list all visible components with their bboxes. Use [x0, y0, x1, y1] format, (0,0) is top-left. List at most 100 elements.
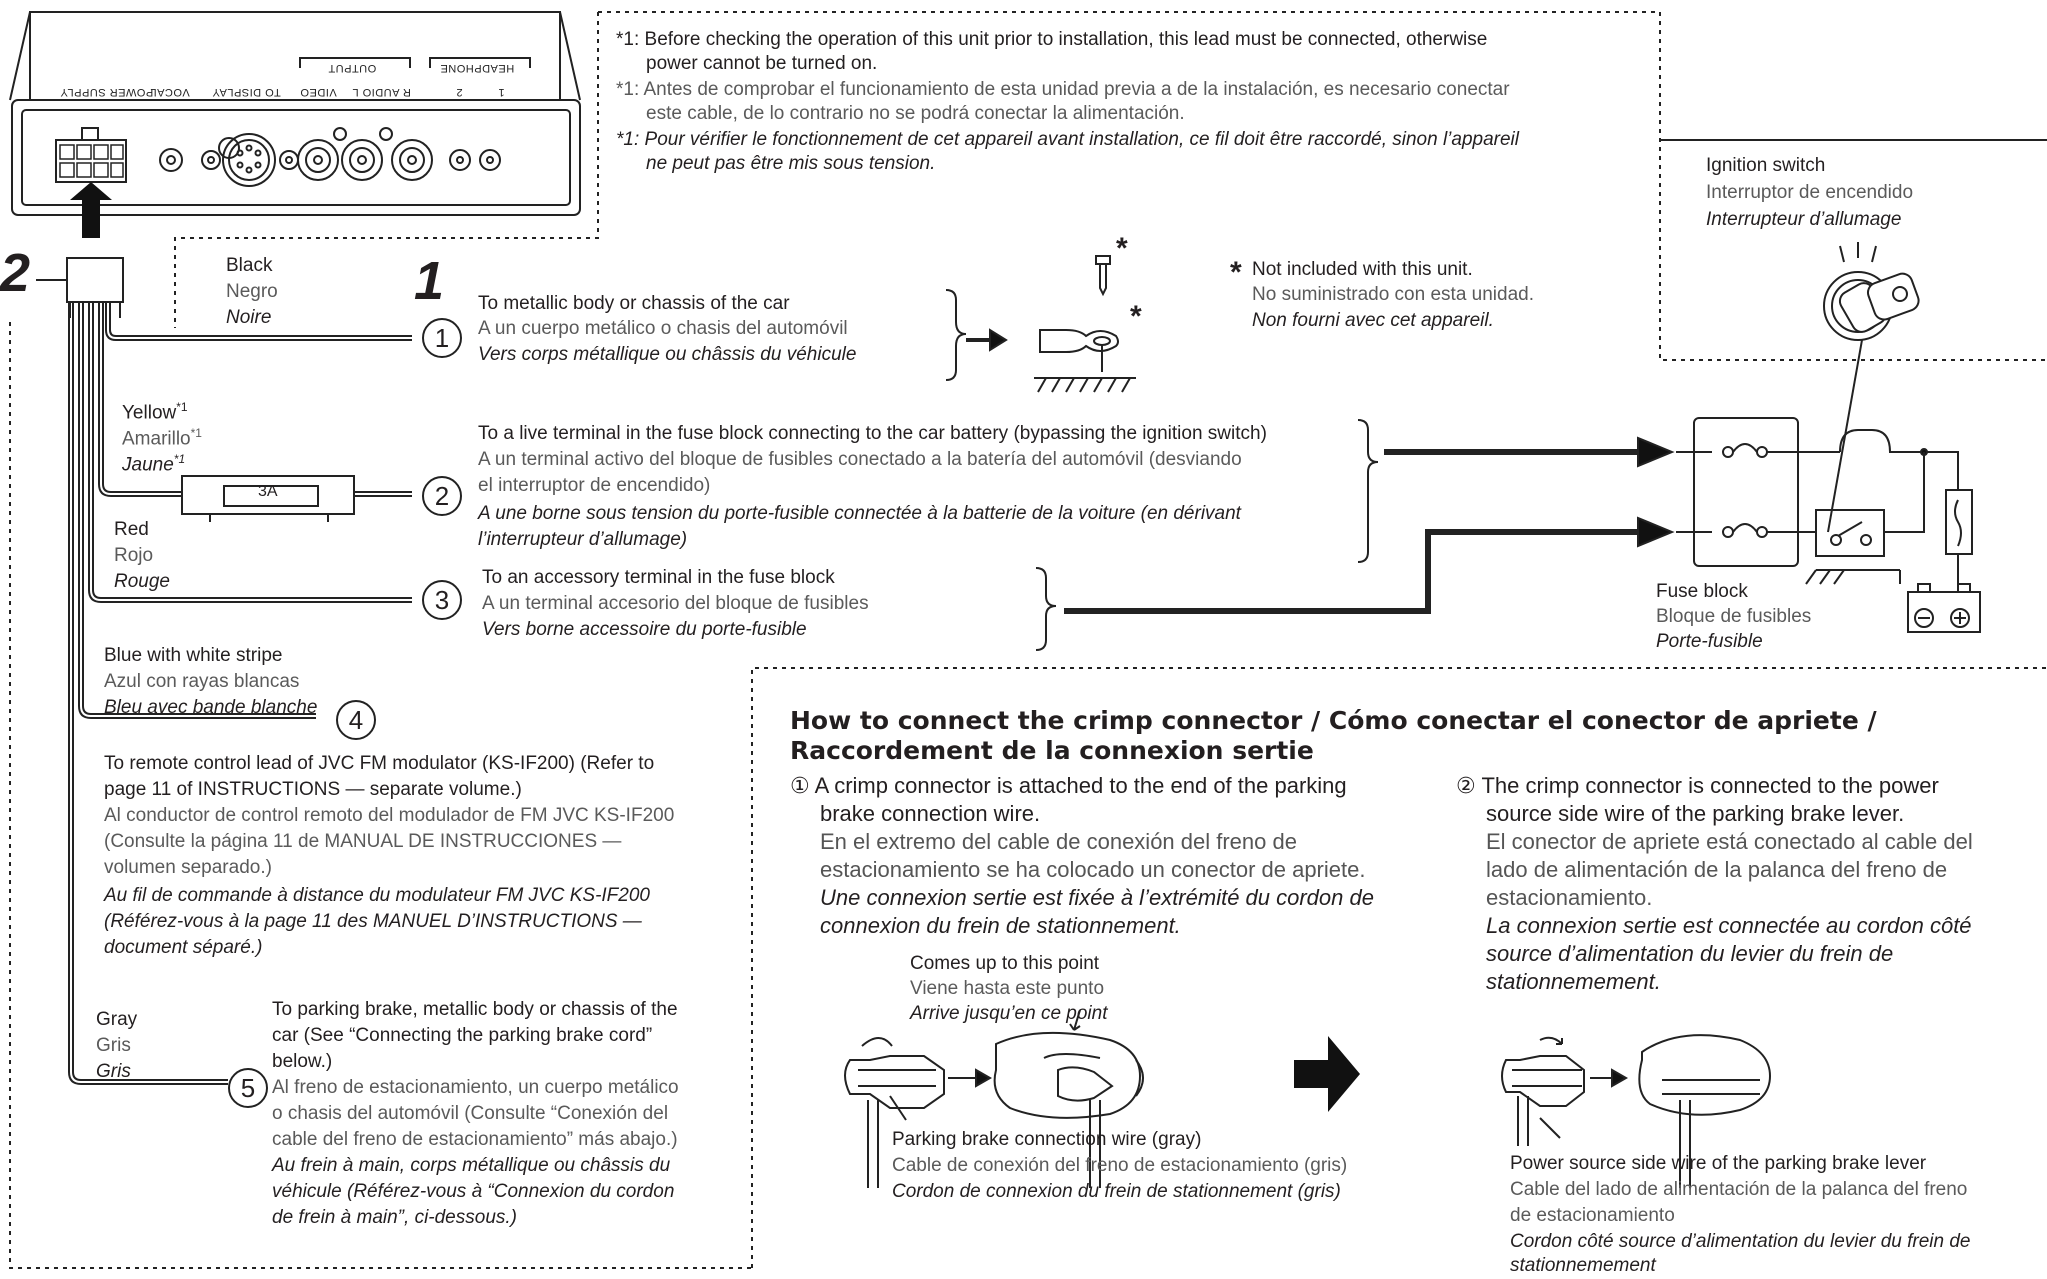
wire-yellow-en: Yellow*1: [122, 400, 188, 424]
ignition-fr: Interrupteur d’allumage: [1706, 209, 1902, 230]
unit-port-label: VOCAL: [150, 86, 190, 98]
dest4-es-3: volumen separado.): [104, 857, 272, 878]
unit-port-label: R AUDIO L: [352, 86, 411, 98]
pslever-fr-1: Cordon côté source d’alimentation du lev…: [1510, 1231, 1971, 1252]
dest2-en: To a live terminal in the fuse block con…: [478, 423, 1267, 444]
dotted-border-left: [9, 322, 752, 1269]
destination-number-3: 3: [422, 580, 462, 620]
note1-en-2: power cannot be turned on.: [646, 53, 878, 74]
dest2-fr-1: A une borne sous tension du porte-fusibl…: [478, 503, 1241, 524]
wire-black-en: Black: [226, 255, 273, 276]
dest5-en-1: To parking brake, metallic body or chass…: [272, 999, 678, 1020]
wire-blue-fr: Bleu avec bande blanche: [104, 697, 318, 718]
destination-number-5: 5: [228, 1068, 268, 1108]
dest5-es-1: Al freno de estacionamiento, un cuerpo m…: [272, 1077, 679, 1098]
dest4-es-1: Al conductor de control remoto del modul…: [104, 805, 675, 826]
ground-lug: [966, 255, 1136, 393]
step1-fr-1: Une connexion sertie est fixée à l’extré…: [820, 885, 1374, 910]
dest5-es-3: cable del freno de estacionamiento” más …: [272, 1129, 678, 1150]
pslever-es-1: Cable del lado de alimentación de la pal…: [1510, 1179, 1968, 1200]
crimp-step-1: ① A crimp connector is attached to the e…: [790, 772, 1374, 940]
dest4-en-2: page 11 of INSTRUCTIONS — separate volum…: [104, 779, 522, 800]
dotted-border-crimp: [751, 667, 2047, 1268]
crimp-heading-1: How to connect the crimp connector / Cóm…: [790, 706, 1877, 735]
dest5-es-2: o chasis del automóvil (Consulte “Conexi…: [272, 1103, 669, 1124]
dest1-es: A un cuerpo metálico o chasis del automó…: [478, 318, 848, 339]
wire-red-en: Red: [114, 519, 149, 540]
step2-es-3: estacionamiento.: [1486, 885, 1653, 910]
not-included-en: Not included with this unit.: [1252, 259, 1473, 280]
dest1-en: To metallic body or chassis of the car: [478, 293, 790, 314]
wire-blue-en: Blue with white stripe: [104, 645, 283, 666]
fuse-block-en: Fuse block: [1656, 581, 1748, 602]
step2-es-1: El conector de apriete está conectado al…: [1486, 829, 1973, 854]
wire-blue-es: Azul con rayas blancas: [104, 671, 300, 692]
wire-red-fr: Rouge: [114, 571, 170, 592]
ignition-es: Interruptor de encendido: [1706, 182, 1914, 203]
fuse-block: [1693, 417, 1799, 567]
wire-yellow-fr: Jaune*1: [122, 452, 186, 476]
star-icon: *: [1130, 300, 1142, 333]
step2-es-2: lado de alimentación de la palanca del f…: [1486, 857, 1948, 882]
step1-fr-2: connexion du frein de stationnement.: [820, 913, 1181, 938]
pbwire-es: Cable de conexión del freno de estaciona…: [892, 1155, 1348, 1176]
note1-es-1: *1: Antes de comprobar el funcionamiento…: [616, 79, 1510, 100]
wire-bundle: [68, 302, 412, 1085]
dest5-en-3: below.): [272, 1051, 333, 1072]
comes-en: Comes up to this point: [910, 953, 1100, 974]
crimp-arrow: [1294, 1036, 1360, 1112]
dest5-en-2: car (See “Connecting the parking brake c…: [272, 1025, 653, 1046]
wire-black-fr: Noire: [226, 307, 272, 328]
brace-2: [1357, 419, 1379, 563]
dest4-fr-1: Au fil de commande à distance du modulat…: [104, 885, 650, 906]
crimp-illustration-1: [844, 1009, 1144, 1188]
step2-fr-1: La connexion sertie est connectée au cor…: [1486, 913, 1972, 938]
wire-red-es: Rojo: [114, 545, 154, 566]
dest4-fr-2: (Référez-vous à la page 11 des MANUEL D’…: [104, 911, 642, 932]
dest3-es: A un terminal accesorio del bloque de fu…: [482, 593, 869, 614]
fuse-block-es: Bloque de fusibles: [1656, 606, 1812, 627]
destination-number-2: 2: [422, 476, 462, 516]
battery: [1907, 591, 1981, 633]
note1-es-2: este cable, de lo contrario no se podrá …: [646, 103, 1185, 124]
unit-box: [9, 11, 581, 216]
dest4-fr-3: document séparé.): [104, 937, 263, 958]
wire-gray-en: Gray: [96, 1009, 138, 1030]
headphone-label: HEADPHONE: [440, 62, 515, 74]
note1-en-1: *1: Before checking the operation of thi…: [616, 29, 1488, 50]
dest3-en: To an accessory terminal in the fuse blo…: [482, 567, 835, 588]
comes-fr: Arrive jusqu’en ce point: [910, 1003, 1108, 1024]
unit-port-label: POWER SUPPLY: [60, 86, 154, 98]
insert-arrow: [82, 196, 100, 238]
dest4-en-1: To remote control lead of JVC FM modulat…: [104, 753, 655, 774]
step1-en-1: A crimp connector is attached to the end…: [814, 773, 1347, 798]
step1-es-1: En el extremo del cable de conexión del …: [820, 829, 1297, 854]
dest5-fr-2: véhicule (Référez-vous à “Connexion du c…: [272, 1181, 675, 1202]
lead-to-fuse-2: [1064, 529, 1640, 614]
step-2-number: ②: [1456, 773, 1476, 798]
wire-black-es: Negro: [226, 281, 278, 302]
pslever-fr-2: stationnemement: [1510, 1255, 1656, 1276]
step1-en-2: brake connection wire.: [820, 801, 1041, 826]
unit-port-label: VIDEO: [300, 86, 337, 98]
dest5-fr-3: de frein à main”, ci-dessous.): [272, 1207, 517, 1228]
star-icon: *: [1230, 256, 1242, 289]
dest4-es-2: (Consulte la página 11 de MANUAL DE INST…: [104, 831, 622, 852]
destination-number-1: 1: [422, 318, 462, 358]
dest2-es-2: el interruptor de encendido): [478, 475, 711, 496]
pbwire-en: Parking brake connection wire (gray): [892, 1129, 1202, 1150]
dest5-fr-1: Au frein à main, corps métallique ou châ…: [272, 1155, 671, 1176]
step-number-1: 1: [414, 251, 445, 311]
note1-fr-1: *1: Pour vérifier le fonctionnement de c…: [616, 129, 1520, 150]
dest1-fr: Vers corps métallique ou châssis du véhi…: [478, 344, 857, 365]
note1-fr-2: ne peut pas être mis sous tension.: [646, 153, 936, 174]
ignition-key: [1823, 242, 1920, 533]
pbwire-fr: Cordon de connexion du frein de stationn…: [892, 1181, 1341, 1202]
comes-es: Viene hasta este punto: [910, 978, 1105, 999]
step2-en-2: source side wire of the parking brake le…: [1486, 801, 1905, 826]
ignition-en: Ignition switch: [1706, 155, 1826, 176]
star-icon: *: [1116, 232, 1128, 265]
step1-es-2: estacionamiento se ha colocado un conect…: [820, 857, 1366, 882]
crimp-heading-2: Raccordement de la connexion sertie: [790, 736, 1314, 765]
dotted-border-unit: [174, 12, 599, 328]
